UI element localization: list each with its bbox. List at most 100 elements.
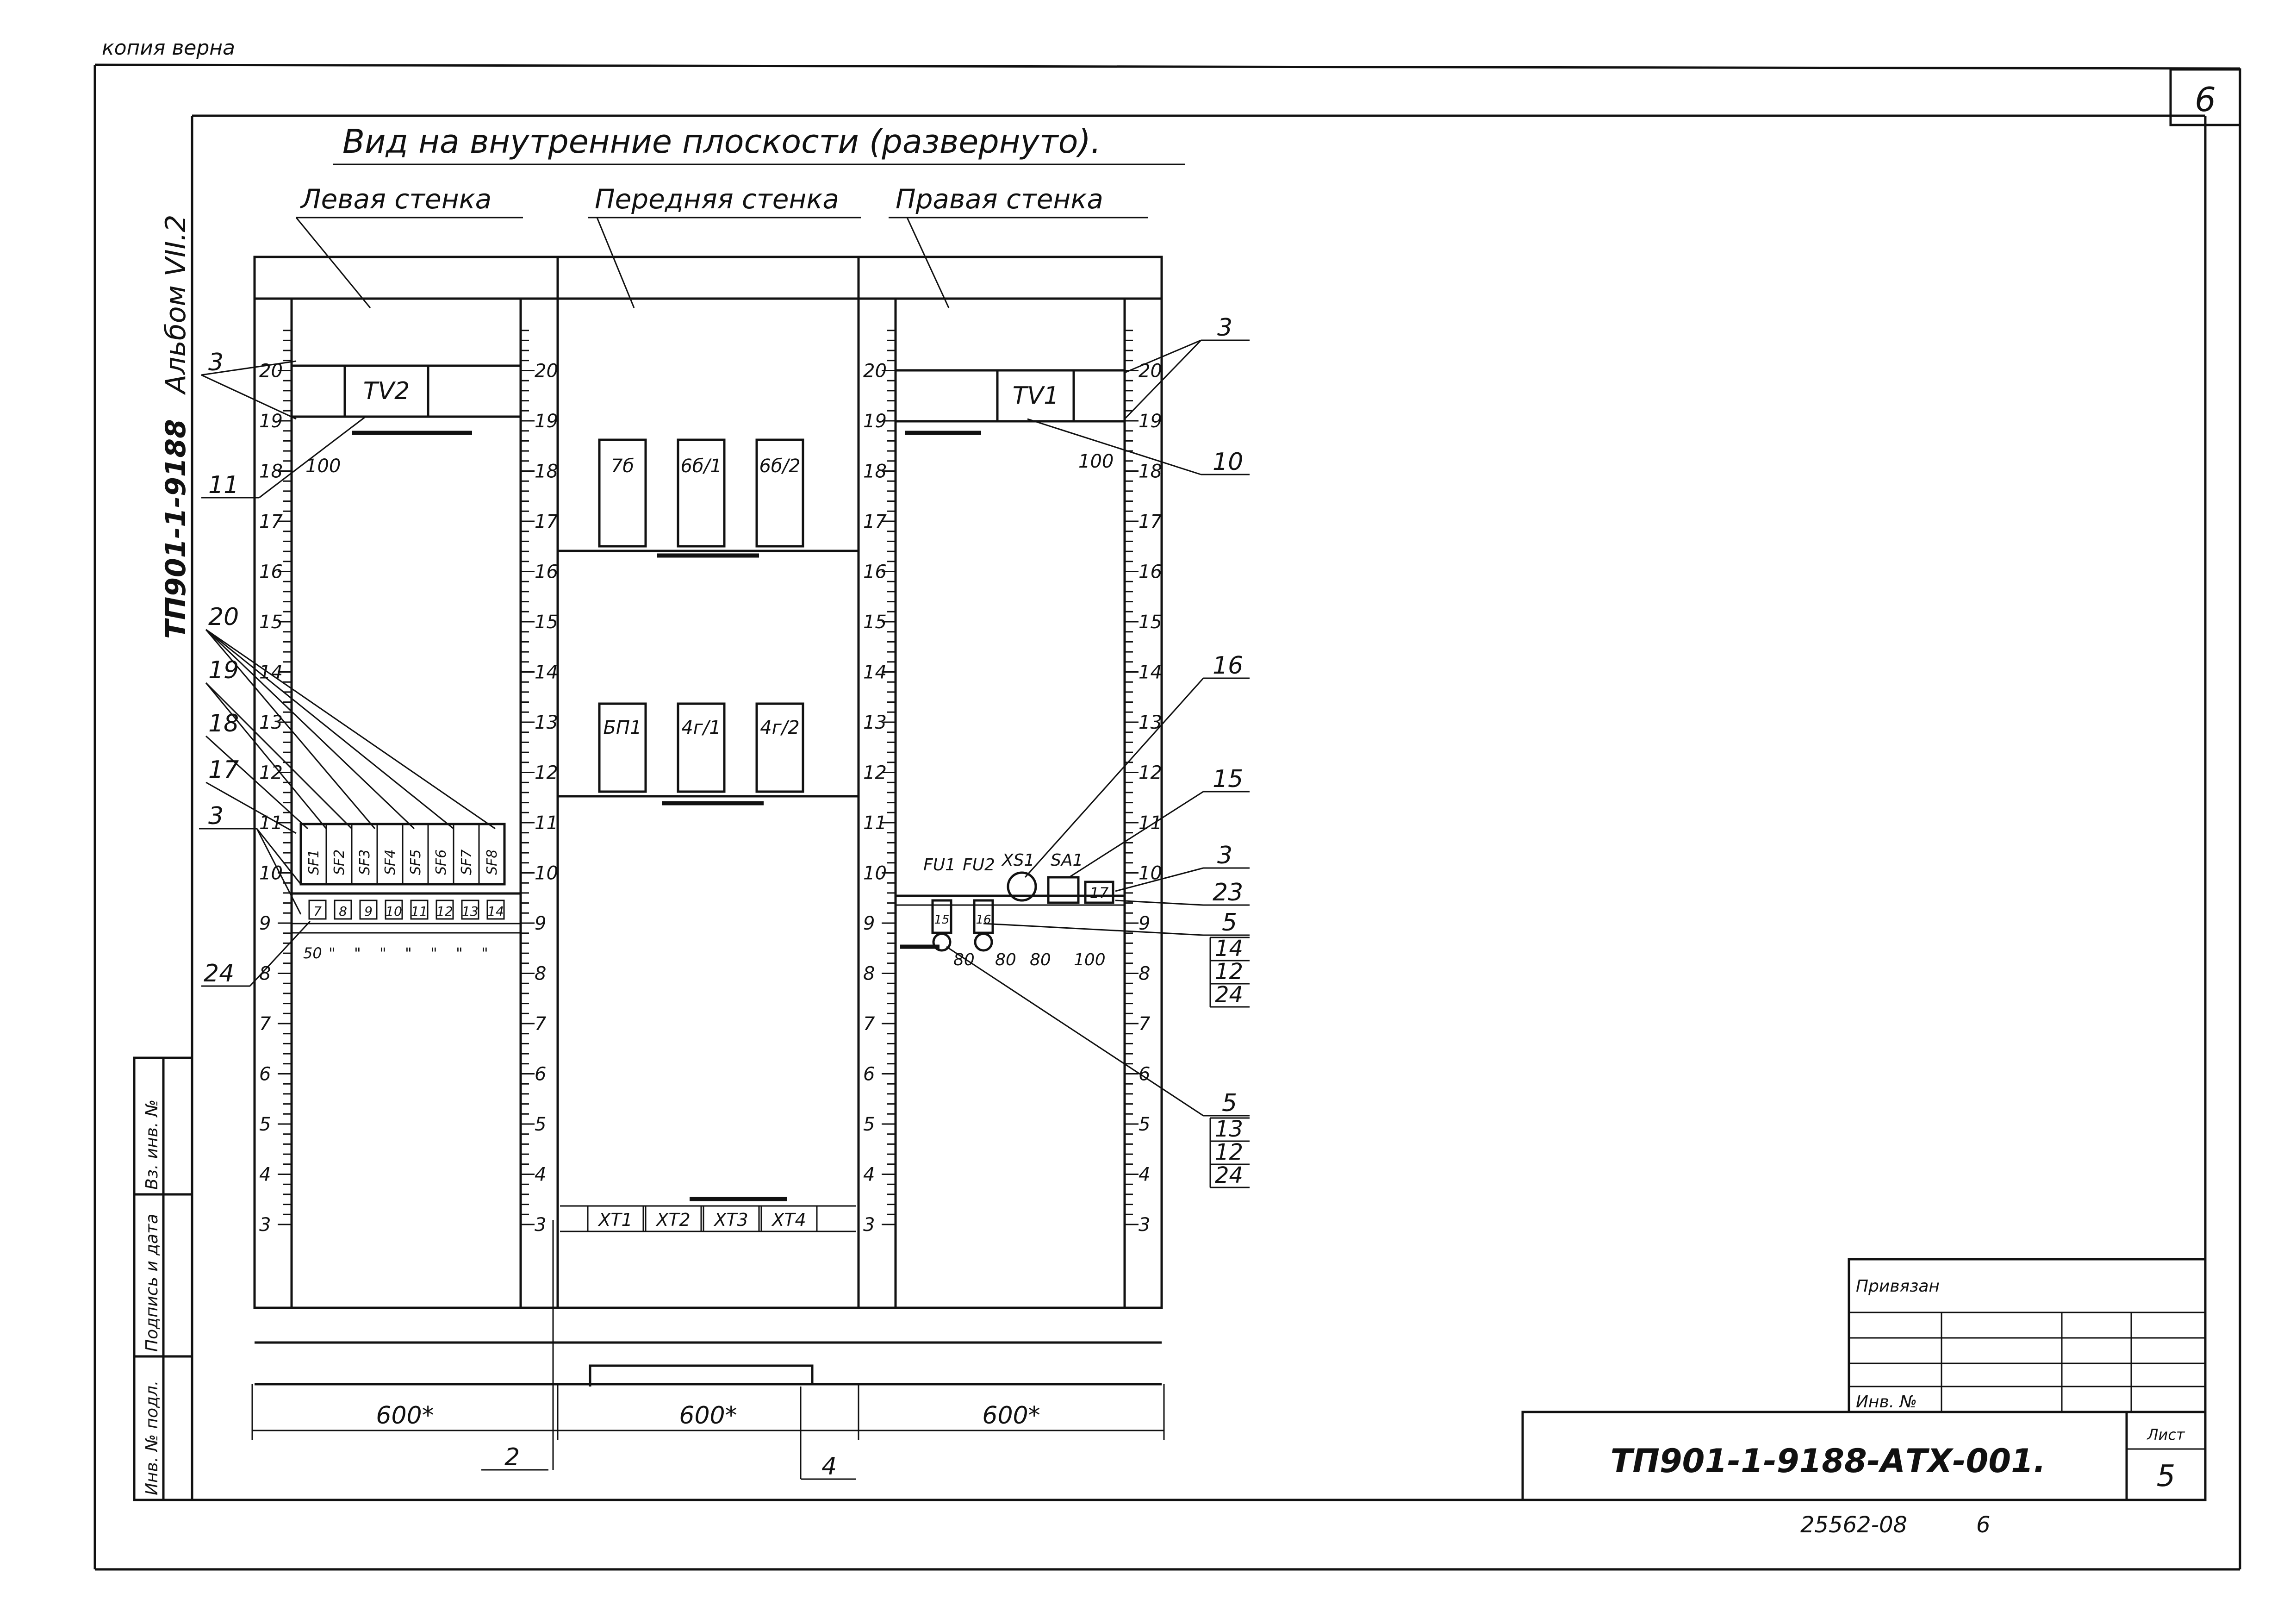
callout-lines <box>199 339 1250 1480</box>
breaker-mark: 10 <box>386 904 402 919</box>
breaker-label: SF8 <box>484 849 500 875</box>
scale-number-2: 12 <box>863 762 887 784</box>
scale-number-3: 9 <box>1139 913 1150 934</box>
scale-number-1: 4 <box>535 1164 546 1186</box>
scale-number-0: 4 <box>259 1164 271 1186</box>
scale-number-3: 8 <box>1139 963 1150 985</box>
drawing-code: ТП901-1-9188-АТХ-001. <box>1611 1442 2046 1480</box>
breaker-spacing: 50 <box>303 944 322 962</box>
scale-number-2: 6 <box>863 1064 875 1085</box>
tv2-device: TV2 100 <box>290 364 522 477</box>
callout-left-24: 24 <box>204 960 234 987</box>
breaker-mark: 8 <box>339 904 347 919</box>
dim-600-right: 600* <box>982 1402 1040 1430</box>
tv1-device: TV1 100 <box>894 369 1126 472</box>
signature-date-label: Подпись и дата <box>143 1214 162 1352</box>
callout-labels: 3 11 20 19 18 17 3 24 3 10 16 15 3 23 5 … <box>204 314 1243 1480</box>
dim-80-3: 80 <box>1030 950 1051 969</box>
callout-stack2-5: 5 <box>1222 1089 1237 1117</box>
scale-labels: 3456789101112131415161718192034567891011… <box>259 361 1162 1236</box>
terminal-label: XT4 <box>771 1210 806 1230</box>
sa1-label: SA1 <box>1051 851 1083 870</box>
middle-device-3: 4г/2 <box>760 717 799 738</box>
callout-bottom-4: 4 <box>821 1453 837 1480</box>
scale-number-3: 20 <box>1139 361 1162 382</box>
scale-number-0: 17 <box>259 511 283 532</box>
scale-number-1: 12 <box>535 762 558 784</box>
upper-device-3: 6б/2 <box>759 456 800 477</box>
callout-left-11: 11 <box>208 471 239 499</box>
terminal-box <box>703 1205 760 1232</box>
footer-code: 25562-08 <box>1800 1512 1907 1538</box>
callout-left-18: 18 <box>208 710 239 737</box>
dim-100: 100 <box>1074 950 1106 969</box>
sheet-corner-number: 6 <box>2195 80 2216 119</box>
scale-number-3: 4 <box>1139 1164 1150 1186</box>
album-label: Альбом VII.2 <box>160 215 192 395</box>
callout-left-20: 20 <box>208 603 239 631</box>
breaker-spacing: " <box>329 944 336 962</box>
scale-number-3: 18 <box>1139 461 1162 482</box>
inv-no-label: Инв. № <box>1856 1393 1917 1412</box>
mark-16a: 16 <box>976 913 991 927</box>
scale-number-2: 4 <box>863 1164 875 1186</box>
breaker-mark-box <box>461 899 479 920</box>
terminal-box <box>645 1205 702 1232</box>
breaker-mark: 14 <box>487 904 504 919</box>
scale-number-0: 6 <box>259 1064 271 1085</box>
callout-right-3b: 3 <box>1217 842 1232 869</box>
tv2-label: TV2 <box>363 377 410 405</box>
scale-number-0: 16 <box>259 562 283 583</box>
callout-right-10: 10 <box>1213 448 1243 476</box>
scale-number-3: 19 <box>1139 411 1162 432</box>
wall-label-left: Левая стенка <box>300 183 492 215</box>
callout-right-16: 16 <box>1213 652 1243 680</box>
callout-stack2-24: 24 <box>1215 1162 1243 1188</box>
breaker-label: SF5 <box>408 849 424 875</box>
scale-number-3: 7 <box>1139 1013 1151 1035</box>
scale-number-2: 7 <box>863 1013 875 1035</box>
scale-number-3: 5 <box>1139 1114 1150 1135</box>
middle-device-2: 4г/1 <box>681 717 721 738</box>
breaker-mark-box <box>486 899 505 920</box>
scale-number-0: 5 <box>259 1114 271 1135</box>
tv1-dim: 100 <box>1078 451 1114 472</box>
scale-number-1: 14 <box>535 662 558 683</box>
callout-left-3a: 3 <box>208 349 224 376</box>
scale-number-0: 15 <box>259 612 283 633</box>
scale-number-3: 14 <box>1139 662 1162 683</box>
right-wall-devices: FU1 FU2 XS1 SA1 17 15 16 80 80 80 100 <box>896 851 1125 969</box>
scale-number-0: 10 <box>259 863 283 884</box>
terminal-label: XT3 <box>713 1210 748 1230</box>
dim-600-middle: 600* <box>679 1402 737 1430</box>
callout-left-19: 19 <box>208 656 239 684</box>
breaker-label: SF7 <box>459 849 475 875</box>
scale-number-2: 5 <box>863 1114 875 1135</box>
scale-number-1: 20 <box>535 361 558 382</box>
scale-number-1: 13 <box>535 712 558 733</box>
scale-number-2: 14 <box>863 662 887 683</box>
scale-number-2: 11 <box>863 812 887 834</box>
breaker-label: SF6 <box>433 849 449 875</box>
callout-bottom-2: 2 <box>504 1443 520 1471</box>
vz-inv-label: Вз. инв. № <box>143 1099 162 1190</box>
scale-number-0: 7 <box>259 1013 271 1035</box>
margin-block: Вз. инв. № Подпись и дата Инв. № подл. <box>133 1056 193 1501</box>
inv-podl-label: Инв. № подл. <box>143 1380 162 1495</box>
scale-number-2: 15 <box>863 612 887 633</box>
breaker-mark: 9 <box>364 904 373 919</box>
scale-number-2: 17 <box>863 511 887 532</box>
scale-number-2: 18 <box>863 461 887 482</box>
callout-left-17: 17 <box>208 756 239 784</box>
scale-number-1: 16 <box>535 562 558 583</box>
breaker-spacing: " <box>405 944 412 962</box>
callout-left-3b: 3 <box>208 802 224 830</box>
upper-device-1: 7б <box>611 456 634 477</box>
outer-frame <box>93 63 2241 1571</box>
breaker-mark-box <box>385 899 403 920</box>
scale-number-1: 6 <box>535 1064 546 1085</box>
wall-label-front: Передняя стенка <box>595 183 839 215</box>
callout-right-3: 3 <box>1217 314 1232 342</box>
scale-number-0: 12 <box>259 762 283 784</box>
